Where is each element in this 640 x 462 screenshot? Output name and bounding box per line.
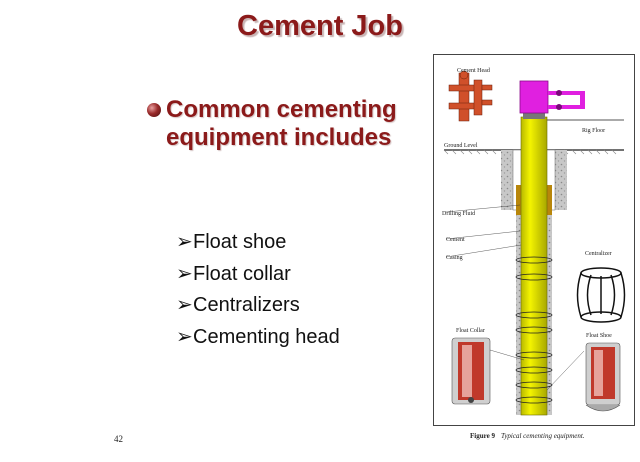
cement-head-valve <box>556 104 562 110</box>
casing-collar <box>523 111 545 119</box>
label-cement: Cement <box>446 237 465 243</box>
equipment-list: ➢Float shoe ➢Float collar ➢Centralizers … <box>176 227 340 353</box>
label-rig-floor: Rig Floor <box>582 128 605 134</box>
cement-head-line-upper <box>548 91 582 95</box>
bullet-icon <box>147 103 161 117</box>
float-shoe-photo <box>585 342 621 412</box>
centralizer-photo <box>576 267 626 323</box>
list-item: ➢Float shoe <box>176 227 340 259</box>
arrow-bullet-icon: ➢ <box>176 262 193 285</box>
slide-title: Cement Job <box>237 10 403 42</box>
list-item-label: Float shoe <box>193 231 287 253</box>
label-cement-head: Cement Head <box>457 68 490 74</box>
label-ground-level: Ground Level <box>444 143 478 149</box>
arrow-bullet-icon: ➢ <box>176 231 193 253</box>
slide-number: 42 <box>114 434 123 444</box>
caption-title: Figure 9 <box>470 432 495 440</box>
list-item-label: Centralizers <box>193 294 300 316</box>
list-item-label: Float collar <box>193 262 291 285</box>
casing-string <box>520 116 548 416</box>
list-item: ➢Cementing head <box>176 322 340 354</box>
arrow-bullet-icon: ➢ <box>176 325 193 348</box>
label-centralizer: Centralizer <box>585 251 612 257</box>
cement-head <box>519 80 549 114</box>
leader-lines <box>445 204 585 391</box>
cement-head-manifold <box>580 91 585 109</box>
figure-caption: Figure 9 Typical cementing equipment. <box>470 432 585 440</box>
cement-head-line-lower <box>548 105 582 109</box>
label-casing: Casing <box>446 255 463 261</box>
label-drilling-fluid: Drilling Fluid <box>442 211 475 217</box>
list-item-label: Cementing head <box>193 325 340 348</box>
list-item: ➢Float collar <box>176 259 340 291</box>
wellbore-diagram: Cement Head Rig Floor Ground Level Drill… <box>442 68 626 416</box>
casing-centralizers <box>515 256 553 404</box>
caption-text: Typical cementing equipment. <box>500 432 585 440</box>
bullet-heading: Common cementing equipment includes <box>166 96 397 151</box>
float-collar-photo <box>451 337 491 405</box>
label-float-shoe: Float Shoe <box>586 333 612 339</box>
arrow-bullet-icon: ➢ <box>176 294 193 316</box>
cement-head-valve <box>556 90 562 96</box>
cementing-equipment-figure: Cement Head Rig Floor Ground Level Drill… <box>433 54 635 426</box>
cement-head-photo <box>448 70 493 122</box>
label-float-collar: Float Collar <box>456 328 485 334</box>
list-item: ➢Centralizers <box>176 290 340 322</box>
